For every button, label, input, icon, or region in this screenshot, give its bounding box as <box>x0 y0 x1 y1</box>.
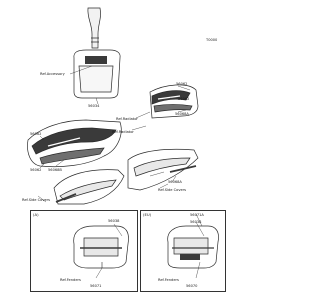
ref-side-covers-right-label: Ref.Side Covers <box>158 188 187 192</box>
left-seat-drawing <box>73 225 129 269</box>
part-shroud-left-a: 56062 <box>30 132 42 136</box>
part-seat-left-b: 56071 <box>90 284 102 288</box>
inset-left <box>30 210 138 292</box>
ref-radiator-left-label: Ref.Radiator <box>112 130 134 134</box>
plate-logo-strip <box>85 56 107 64</box>
ref-accessory-label: Ref.Accessory <box>40 72 65 76</box>
right-seat-drawing <box>167 225 219 269</box>
inset-leader-lines <box>95 213 205 279</box>
ref-fenders-right-label: Ref.Fenders <box>158 278 179 282</box>
part-side-cover-left: 56068B <box>48 168 62 172</box>
part-seat-right-c: 56070 <box>186 284 198 288</box>
leader-lines <box>37 65 191 203</box>
right-side-cover-decal-drawing <box>127 148 199 191</box>
part-number-plate: 56034 <box>88 104 100 108</box>
part-shroud-right-low: 56062 <box>30 168 42 172</box>
left-side-cover-decal-drawing <box>53 169 125 205</box>
ref-fenders-left-label: Ref.Fenders <box>60 278 81 282</box>
ref-side-covers-left-label: Ref.Side Covers <box>22 198 51 202</box>
part-side-cover-right: 56068A <box>168 180 182 184</box>
inset-right-tag: (EU) <box>143 212 152 217</box>
part-seat-left-a: 56038 <box>108 219 120 223</box>
part-seat-right-b: 56038 <box>190 220 202 224</box>
inset-left-tag: (A) <box>33 212 39 217</box>
ref-radiator-right-label: Ref.Radiator <box>116 117 138 121</box>
number-plate-drawing <box>73 7 121 99</box>
right-shroud-decal-drawing <box>149 84 199 119</box>
part-shroud-right-top: 56062 <box>176 82 188 86</box>
diagram-artwork <box>27 7 219 279</box>
part-shroud-right-bottom: 56068A <box>175 112 189 116</box>
parts-diagram: T0000 Ref.Accessory 56034 56062 56062 56… <box>22 7 226 292</box>
diagram-id: T0000 <box>206 38 218 42</box>
part-shroud-right-mid: 56062 <box>178 97 190 101</box>
part-seat-right-a: 56071A <box>190 213 204 217</box>
left-shroud-decal-drawing <box>27 119 122 168</box>
seat-warning-label <box>180 254 200 260</box>
inset-right <box>140 210 226 292</box>
